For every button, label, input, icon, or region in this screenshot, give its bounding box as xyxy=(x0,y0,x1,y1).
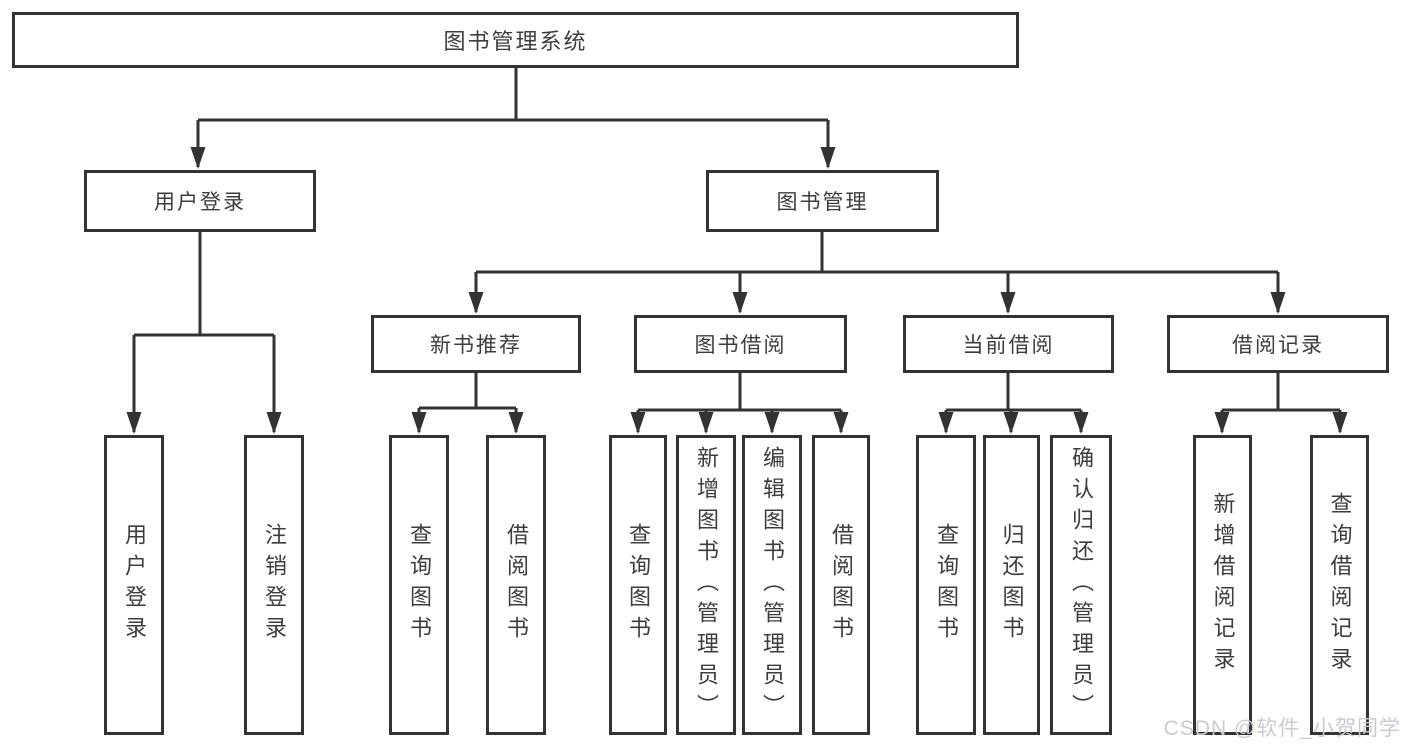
node-label: 用户登录 xyxy=(154,191,246,214)
node-label: 图书管理 xyxy=(776,191,869,214)
node-user-login: 用户登录 xyxy=(84,170,316,232)
leaf-edit-books-admin: 编辑图书（管理员） xyxy=(742,435,802,735)
node-label: 归还图书 xyxy=(999,523,1025,647)
csdn-watermark: CSDN @软件_小贺同学 xyxy=(1163,717,1401,740)
node-book-borrowing: 图书借阅 xyxy=(634,315,847,373)
leaf-borrow-books-recommend: 借阅图书 xyxy=(486,435,546,735)
node-label: 用户登录 xyxy=(122,523,147,647)
leaf-confirm-return-admin: 确认归还（管理员） xyxy=(1050,435,1112,735)
node-label: 编辑图书（管理员） xyxy=(760,445,785,725)
leaf-query-books-recommend: 查询图书 xyxy=(389,435,449,735)
leaf-logout: 注销登录 xyxy=(244,435,304,735)
node-label: 新增图书（管理员） xyxy=(694,445,719,725)
node-label: 借阅图书 xyxy=(829,523,854,647)
leaf-borrow-books-borrowing: 借阅图书 xyxy=(812,435,870,735)
node-label: 借阅图书 xyxy=(504,523,529,647)
leaf-return-books: 归还图书 xyxy=(983,435,1040,735)
rail-root xyxy=(198,68,828,122)
node-label: 图书借阅 xyxy=(694,334,787,357)
rail-book-management xyxy=(476,232,1278,274)
node-label: 查询借阅记录 xyxy=(1327,492,1353,678)
leaf-add-books-admin: 新增图书（管理员） xyxy=(676,435,736,735)
leaf-user-login: 用户登录 xyxy=(104,435,164,735)
node-label: 图书管理系统 xyxy=(443,29,588,54)
node-label: 新增借阅记录 xyxy=(1210,492,1236,678)
rail-current-borrowing xyxy=(946,373,1081,412)
node-label: 当前借阅 xyxy=(962,334,1055,357)
node-book-management: 图书管理 xyxy=(706,170,939,232)
node-borrow-records: 借阅记录 xyxy=(1167,315,1389,373)
rail-new-books xyxy=(419,373,516,410)
rail-book-borrowing xyxy=(638,373,841,412)
node-label: 新书推荐 xyxy=(430,334,522,357)
leaf-query-books-current: 查询图书 xyxy=(916,435,976,735)
rail-user-login xyxy=(134,232,274,337)
node-label: 确认归还（管理员） xyxy=(1069,445,1094,725)
node-label: 借阅记录 xyxy=(1232,334,1324,357)
leaf-add-borrow-record: 新增借阅记录 xyxy=(1193,435,1252,735)
node-root-system: 图书管理系统 xyxy=(12,12,1019,68)
node-label: 查询图书 xyxy=(626,523,651,647)
node-current-borrowing: 当前借阅 xyxy=(903,315,1114,373)
node-new-book-recommend: 新书推荐 xyxy=(371,315,581,373)
leaf-query-borrow-record: 查询借阅记录 xyxy=(1310,435,1369,735)
node-label: 查询图书 xyxy=(407,523,432,647)
node-label: 查询图书 xyxy=(934,523,959,647)
leaf-query-books-borrowing: 查询图书 xyxy=(609,435,667,735)
node-label: 注销登录 xyxy=(262,523,287,647)
rail-borrow-records xyxy=(1222,373,1340,412)
